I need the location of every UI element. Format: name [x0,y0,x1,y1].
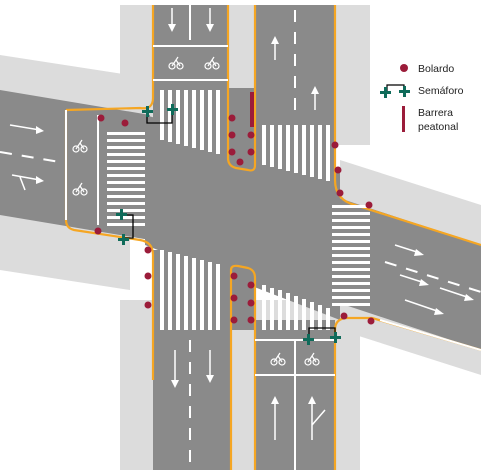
lane-markings [0,5,481,470]
arrow-straight-icon [404,299,444,315]
bollard-icon [400,64,408,72]
bike-lane-symbols [72,56,320,366]
arrow-straight-icon [206,8,214,32]
arrow-straight-icon [439,287,474,301]
arrow-turn-icon [308,396,326,440]
bicycle-icon [168,56,184,70]
legend: Bolardo Semáforo Barrera peatonal [380,63,464,133]
direction-arrows [9,8,474,440]
arrow-straight-icon [206,350,214,383]
legend-barrier-label-1: Barrera [418,107,453,119]
legend-traffic-light-label: Semáforo [418,85,464,97]
arrow-straight-icon [271,396,279,440]
traffic-light-icon [303,327,341,345]
crosswalk-west [107,132,145,226]
pedestrian-barrier [250,92,254,127]
crosswalk-north [160,90,330,181]
bicycle-icon [204,56,220,70]
arrow-straight-icon [9,124,44,134]
bicycle-icon [72,182,88,196]
arrow-straight-icon [271,36,279,60]
traffic-light-icon [142,104,178,124]
arrow-turn-icon [11,174,44,191]
traffic-lights [116,104,341,345]
arrow-straight-icon [399,274,429,286]
bicycle-icon [270,352,286,366]
arrow-straight-icon [168,8,176,32]
crosswalks [107,90,370,330]
arrow-straight-icon [394,244,424,256]
traffic-light-icon [116,209,134,245]
arrow-straight-icon [311,86,319,110]
crosswalk-east [332,205,370,306]
barrier-icon [402,106,405,132]
legend-bollard-label: Bolardo [418,63,454,75]
legend-barrier-label-2: peatonal [418,121,458,133]
crosswalk-south [160,250,330,330]
bollards [94,114,375,325]
traffic-light-icon [380,84,410,98]
bicycle-icon [72,139,88,153]
bicycle-icon [304,352,320,366]
arrow-straight-icon [171,350,179,388]
